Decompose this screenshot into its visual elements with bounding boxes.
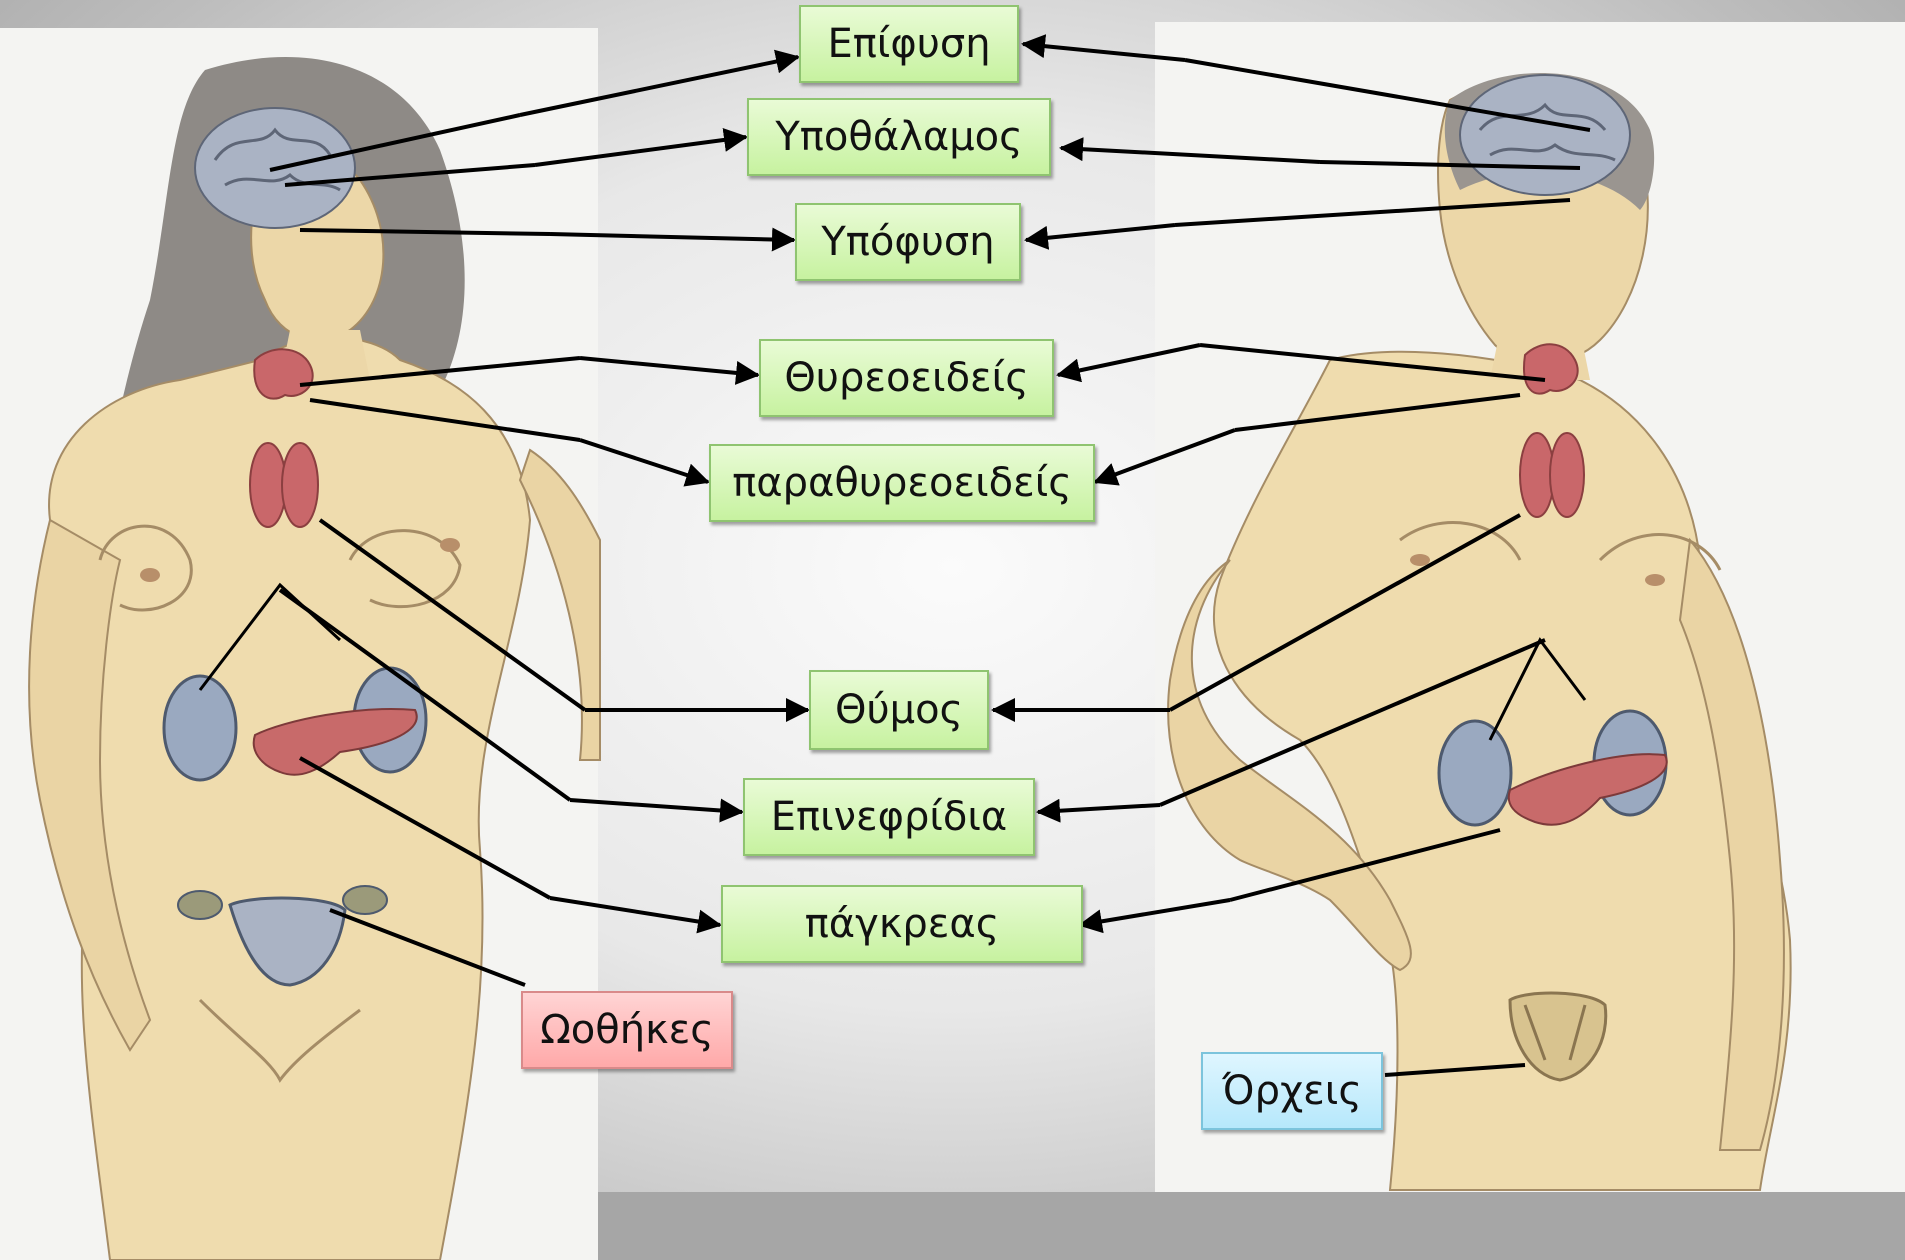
female-thymus-left	[250, 443, 286, 527]
female-right-arm	[520, 450, 600, 760]
male-kidney-left	[1439, 721, 1511, 825]
male-body	[1168, 73, 1791, 1190]
label-thymus[interactable]: Θύμος	[809, 670, 989, 750]
female-ovary-left	[178, 891, 222, 919]
label-pineal[interactable]: Επίφυση	[799, 5, 1019, 83]
male-thymus-left	[1520, 433, 1554, 517]
female-kidney-left	[164, 676, 236, 780]
label-thyroid[interactable]: Θυρεοειδείς	[759, 339, 1054, 417]
male-thymus-right	[1550, 433, 1584, 517]
label-pancreas[interactable]: πάγκρεας	[721, 885, 1083, 963]
female-thyroid	[254, 349, 312, 398]
label-hypothalamus[interactable]: Υποθάλαμος	[747, 98, 1051, 176]
label-pituitary[interactable]: Υπόφυση	[795, 203, 1021, 281]
male-brain	[1460, 75, 1630, 195]
female-ovary-right	[343, 886, 387, 914]
female-thymus-right	[282, 443, 318, 527]
label-ovaries[interactable]: Ωοθήκες	[521, 991, 733, 1069]
label-adrenal[interactable]: Επινεφρίδια	[743, 778, 1035, 856]
male-thyroid	[1524, 344, 1578, 393]
label-parathyroid[interactable]: παραθυρεοειδείς	[709, 444, 1095, 522]
label-testes[interactable]: Όρχεις	[1201, 1052, 1383, 1130]
